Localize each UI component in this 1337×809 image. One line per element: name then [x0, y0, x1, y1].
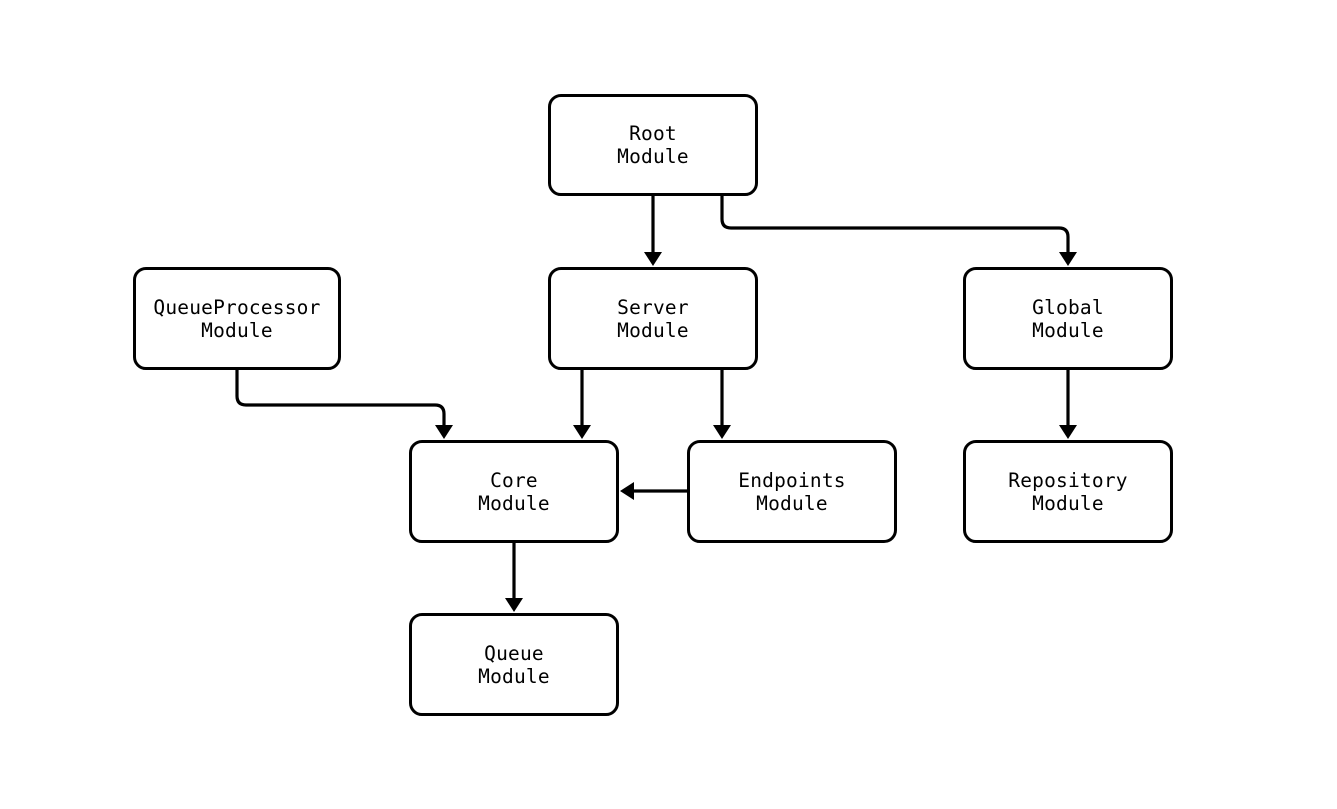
node-label-secondary: Module: [1032, 318, 1104, 342]
node-label-primary: Global: [1032, 295, 1104, 319]
edge-server-to-core: [573, 370, 591, 439]
edge-queueprocessor-to-core: [235, 370, 453, 439]
arrowhead: [435, 425, 453, 439]
node-label-secondary: Module: [478, 491, 550, 515]
edge-root-to-server: [644, 196, 662, 266]
node-label-primary: Core: [490, 468, 538, 492]
node-label-secondary: Module: [617, 145, 689, 168]
node-label-primary: Queue: [484, 641, 544, 665]
arrowhead: [573, 425, 591, 439]
node-label-secondary: Module: [617, 318, 689, 342]
arrowhead: [1059, 425, 1077, 439]
arrowhead: [1059, 252, 1077, 266]
node-label-secondary: Module: [201, 318, 273, 342]
node-label-secondary: Module: [1032, 491, 1104, 515]
edge-server-to-endpoints: [713, 370, 731, 439]
arrowhead: [644, 252, 662, 266]
arrowhead: [505, 598, 523, 612]
node-label-primary: Endpoints: [738, 468, 846, 492]
edge-global-to-repository: [1059, 370, 1077, 439]
node-label-primary: Root: [629, 122, 677, 145]
edge-endpoints-to-core: [620, 482, 687, 500]
node-label-primary: Repository: [1008, 468, 1128, 492]
arrowhead: [713, 425, 731, 439]
node-label-primary: QueueProcessor: [153, 295, 321, 319]
arrowhead: [620, 482, 634, 500]
node-label-secondary: Module: [478, 664, 550, 688]
node-label-primary: Server: [617, 295, 689, 319]
edge-core-to-queue: [505, 543, 523, 612]
node-label-secondary: Module: [756, 491, 828, 515]
edge-root-to-global: [720, 196, 1077, 266]
